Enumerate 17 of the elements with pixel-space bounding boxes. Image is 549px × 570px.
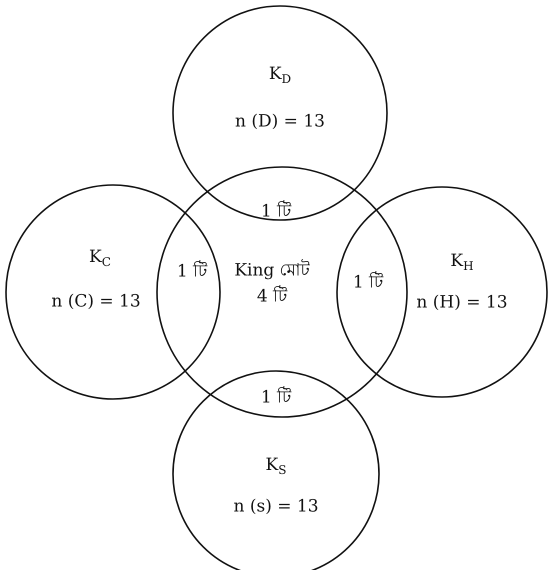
set-count: n (C) = 13: [51, 290, 141, 314]
set-symbol: K$_{D}$: [268, 62, 292, 88]
set-symbol: K$_{H}$: [450, 250, 474, 276]
set-circle: [156, 166, 408, 418]
set-count: n (H) = 13: [416, 291, 508, 314]
set-symbol: K$_{C}$: [89, 246, 111, 272]
set-count: n (s) = 13: [233, 495, 319, 518]
set-circle: [172, 5, 388, 221]
overlap-count: 1 টি: [352, 270, 384, 294]
center-text: King মোট 4 টি: [233, 258, 311, 308]
overlap-count: 1 টি: [260, 385, 292, 410]
set-count: n (D) = 13: [235, 110, 325, 134]
set-symbol: K$_{S}$: [266, 454, 286, 480]
set-circle: [5, 184, 221, 400]
overlap-count: 1 টি: [176, 259, 208, 284]
overlap-count: 1 টি: [260, 199, 292, 224]
set-circle: [336, 186, 548, 398]
